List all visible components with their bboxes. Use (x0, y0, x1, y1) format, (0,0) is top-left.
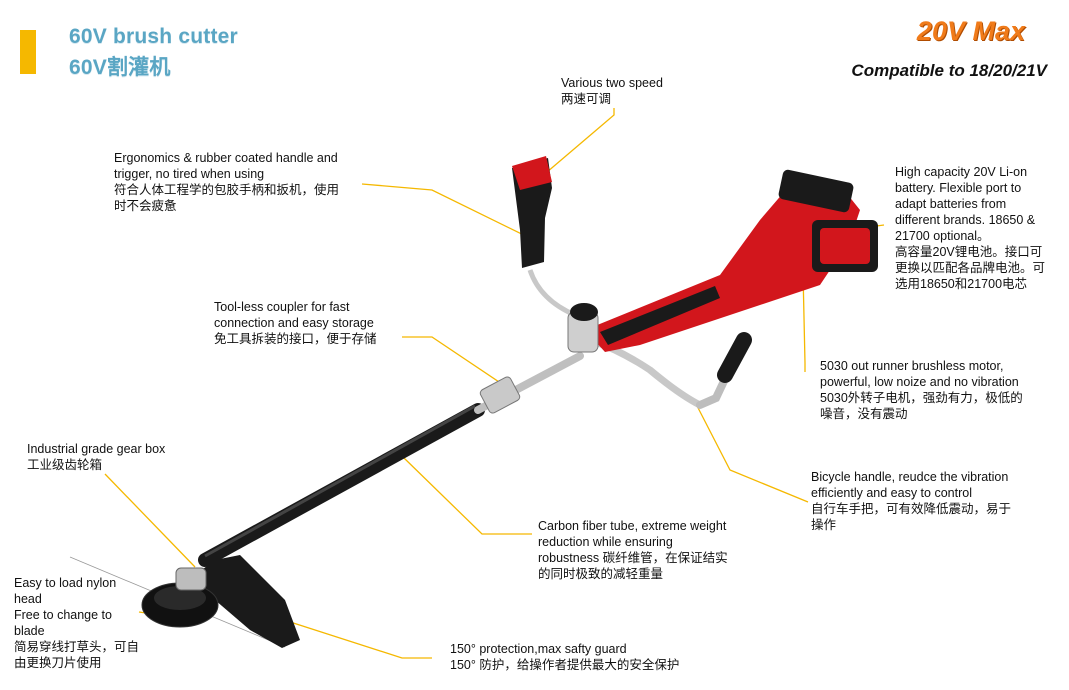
carbon-tube-group (198, 352, 584, 567)
callout-battery-l8: 选用18650和21700电芯 (895, 277, 1028, 291)
callout-handle-cn1: 符合人体工程学的包胶手柄和扳机，使用 (114, 183, 340, 197)
callout-line-handle (361, 183, 541, 244)
callout-bicycle-en2: efficiently and easy to control (811, 486, 972, 500)
motor-body-group (567, 169, 878, 353)
callout-line-two-speed (539, 108, 615, 179)
callout-bicycle-cn2: 操作 (811, 518, 837, 532)
callout-head-l5: 简易穿线打草头，可自 (14, 640, 140, 654)
gearbox-head-group (141, 555, 300, 648)
callout-tube-en3: robustness 碳纤维管，在保证结实 (538, 551, 728, 565)
callout-coupler-en1: Tool-less coupler for fast (214, 300, 350, 314)
callout-two-speed-cn: 两速可调 (561, 92, 612, 106)
callout-battery-l3: adapt batteries from (895, 197, 1007, 211)
voltage-badge: 20V Max (916, 16, 1025, 46)
callout-coupler-en2: connection and easy storage (214, 316, 374, 330)
callout-guard-en: 150° protection,max safty guard (450, 642, 627, 656)
callout-head-l3: Free to change to (14, 608, 112, 622)
callout-handle-en1: Ergonomics & rubber coated handle and (114, 151, 338, 165)
callout-battery-l5: 21700 optional。 (895, 229, 990, 243)
coupler-group (479, 376, 521, 414)
callout-motor-en2: powerful, low noize and no vibration (820, 375, 1019, 389)
callout-motor-cn1: 5030外转子电机，强劲有力，极低的 (820, 391, 1023, 405)
callout-tube-cn: 的同时极致的减轻重量 (538, 567, 664, 581)
callout-handle-cn2: 时不会疲惫 (114, 199, 177, 213)
callout-line-coupler (402, 336, 515, 393)
callout-line-motor (802, 271, 806, 372)
callout-battery-l4: different brands. 18650 & (895, 213, 1036, 227)
callout-two-speed-en: Various two speed (561, 76, 663, 90)
callout-guard-cn: 150° 防护，给操作者提供最大的安全保护 (450, 658, 680, 672)
callout-battery: High capacity 20V Li-on battery. Flexibl… (895, 164, 1045, 292)
callout-battery-l2: battery. Flexible port to (895, 181, 1022, 195)
callout-bicycle-cn1: 自行车手把，可有效降低震动，易于 (811, 502, 1012, 516)
rear-handle-group (512, 156, 576, 318)
accent-bar (20, 30, 36, 74)
callout-nylon-head: Easy to load nylon head Free to change t… (14, 575, 139, 671)
callout-handle: Ergonomics & rubber coated handle and tr… (114, 150, 339, 214)
callout-battery-l1: High capacity 20V Li-on (895, 165, 1028, 179)
callout-line-bicycle (693, 399, 809, 503)
title-chinese: 60V割灌机 (69, 56, 171, 79)
callout-battery-l6: 高容量20V锂电池。接口可 (895, 245, 1043, 259)
callout-head-l2: head (14, 592, 42, 606)
title-english: 60V brush cutter (69, 25, 238, 48)
callout-tube-en1: Carbon fiber tube, extreme weight (538, 519, 727, 533)
callout-line-tube (403, 457, 532, 535)
callout-gearbox-cn: 工业级齿轮箱 (27, 458, 103, 472)
callout-motor: 5030 out runner brushless motor, powerfu… (820, 358, 1023, 422)
callout-line-gearbox (104, 473, 196, 568)
callout-coupler-cn: 免工具拆装的接口，便于存储 (214, 332, 377, 346)
callout-guard: 150° protection,max safty guard 150° 防护，… (450, 641, 679, 673)
callout-battery-l7: 更换以匹配各品牌电池。可 (895, 261, 1046, 275)
callout-coupler: Tool-less coupler for fast connection an… (214, 299, 377, 347)
callout-head-l6: 由更换刀片使用 (14, 656, 102, 670)
callout-two-speed: Various two speed 两速可调 (561, 75, 663, 107)
callout-handle-en2: trigger, no tired when using (114, 167, 265, 181)
callout-head-l4: blade (14, 624, 45, 638)
callout-tube-en2: reduction while ensuring (538, 535, 673, 549)
callout-bicycle-handle: Bicycle handle, reudce the vibration eff… (811, 469, 1011, 533)
compatibility-text: Compatible to 18/20/21V (851, 61, 1047, 80)
callout-gearbox: Industrial grade gear box 工业级齿轮箱 (27, 441, 165, 473)
callout-carbon-tube: Carbon fiber tube, extreme weight reduct… (538, 518, 728, 582)
callout-gearbox-en: Industrial grade gear box (27, 442, 166, 456)
callout-bicycle-en1: Bicycle handle, reudce the vibration (811, 470, 1009, 484)
callout-motor-cn2: 噪音，没有震动 (820, 407, 908, 421)
callout-head-l1: Easy to load nylon (14, 576, 117, 590)
callout-line-guard (283, 619, 432, 659)
callout-motor-en1: 5030 out runner brushless motor, (820, 359, 1004, 373)
